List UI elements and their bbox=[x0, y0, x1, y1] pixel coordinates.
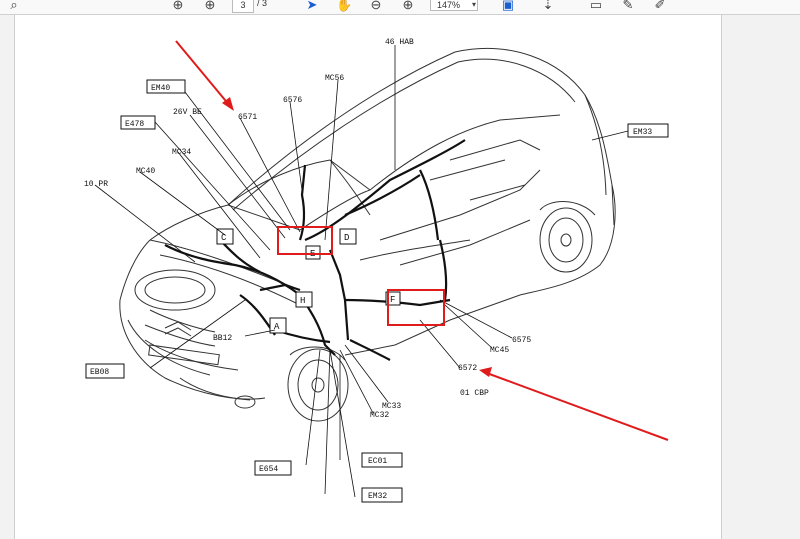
zoom-level: 147% bbox=[437, 0, 461, 10]
label-e478: E478 bbox=[125, 120, 144, 129]
connector-c-label: C bbox=[221, 233, 227, 243]
label-mc33: MC33 bbox=[382, 402, 401, 411]
zoom-out-icon[interactable]: ⌕ bbox=[10, 0, 18, 12]
page-up-icon[interactable]: ⊕ bbox=[172, 0, 184, 12]
car-body bbox=[119, 48, 616, 409]
zoom-level-select[interactable]: 147% bbox=[430, 0, 478, 11]
label-mc34: MC34 bbox=[172, 148, 191, 157]
highlight-box-right bbox=[387, 289, 445, 326]
pdf-toolbar: ⌕ ⊕ ⊕ 3 / 3 ➤ ✋ ⊖ ⊕ 147% ▾ ▣ ⇣ ▭ ✎ ✐ bbox=[0, 0, 800, 15]
connector-f-label: F bbox=[390, 295, 395, 305]
connector-a-label: A bbox=[274, 322, 280, 332]
label-bb12: BB12 bbox=[213, 334, 232, 343]
front-wheel bbox=[287, 346, 349, 422]
label-mc45: MC45 bbox=[490, 346, 509, 355]
label-mc56: MC56 bbox=[325, 74, 344, 83]
red-annotations bbox=[175, 40, 669, 441]
red-arrow-bottom bbox=[483, 371, 669, 441]
page-total: / 3 bbox=[257, 0, 268, 8]
label-ec01: EC01 bbox=[368, 457, 387, 466]
select-cursor-icon[interactable]: ➤ bbox=[306, 0, 318, 12]
hand-icon[interactable]: ✋ bbox=[336, 0, 353, 12]
connector-c bbox=[216, 228, 234, 245]
connector-d-label: D bbox=[344, 233, 349, 243]
rear-wheel bbox=[539, 201, 596, 273]
draw-icon[interactable]: ✐ bbox=[654, 0, 666, 12]
label-46-hab: 46 HAB bbox=[385, 38, 414, 47]
label-6575: 6575 bbox=[512, 336, 531, 345]
label-mc40: MC40 bbox=[136, 167, 155, 176]
page-down-icon[interactable]: ⊕ bbox=[204, 0, 216, 12]
red-arrowheads bbox=[222, 97, 492, 377]
label-em40: EM40 bbox=[151, 84, 170, 93]
connector-e bbox=[305, 245, 321, 260]
scroll-icon[interactable]: ⇣ bbox=[542, 0, 554, 12]
label-em33: EM33 bbox=[633, 128, 652, 137]
label-10-pr: 10 PR bbox=[84, 180, 108, 189]
label-eb08: EB08 bbox=[90, 368, 109, 377]
label-01-cbp: 01 CBP bbox=[460, 389, 489, 398]
page-number-input[interactable]: 3 bbox=[232, 0, 254, 13]
wiring-harness bbox=[164, 139, 466, 361]
label-boxes bbox=[85, 79, 669, 503]
label-em32: EM32 bbox=[368, 492, 387, 501]
red-arrow-top bbox=[175, 40, 231, 107]
viewer-background bbox=[722, 15, 800, 539]
pen-icon[interactable]: ✎ bbox=[622, 0, 634, 12]
label-e654: E654 bbox=[259, 465, 278, 474]
fit-page-icon[interactable]: ▣ bbox=[501, 0, 515, 12]
connector-h-label: H bbox=[300, 296, 305, 306]
highlight-box-left bbox=[277, 226, 333, 255]
comment-icon[interactable]: ▭ bbox=[589, 0, 603, 12]
zoom-dropdown-icon[interactable]: ▾ bbox=[471, 0, 476, 9]
label-6576: 6576 bbox=[283, 96, 302, 105]
zoom-minus-icon[interactable]: ⊖ bbox=[370, 0, 382, 12]
connector-boxes bbox=[216, 228, 401, 334]
leader-lines bbox=[94, 45, 629, 498]
connector-d bbox=[339, 228, 357, 245]
connector-f bbox=[385, 291, 401, 306]
document-page bbox=[14, 15, 722, 539]
connector-h bbox=[295, 291, 313, 308]
label-mc32: MC32 bbox=[370, 411, 389, 420]
connector-a bbox=[269, 317, 287, 334]
label-6572: 6572 bbox=[458, 364, 477, 373]
label-6571: 6571 bbox=[238, 113, 257, 122]
zoom-plus-icon[interactable]: ⊕ bbox=[402, 0, 414, 12]
label-26v-be: 26V BE bbox=[173, 108, 202, 117]
